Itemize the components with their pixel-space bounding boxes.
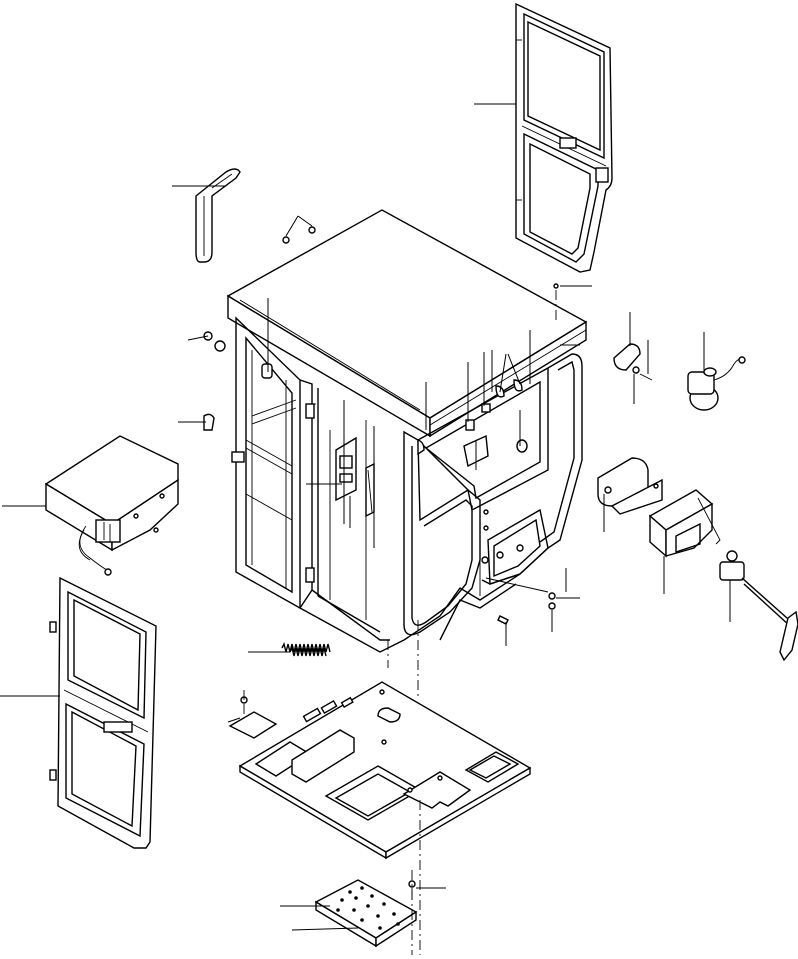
cab-posts (299, 379, 390, 641)
cab-shell (226, 209, 588, 653)
wiper-motor (687, 356, 746, 411)
cab-right-wall (479, 353, 583, 596)
fasteners-top (203, 215, 316, 431)
cab-front-right (403, 366, 549, 636)
cab-base (299, 573, 521, 653)
floor-plate (238, 681, 532, 860)
heater-box (44, 435, 179, 576)
alignment-lines (243, 290, 557, 955)
small-plate (613, 343, 653, 381)
cab-left-wall (235, 316, 301, 610)
wiper-assembly (719, 550, 798, 662)
roof (226, 209, 588, 438)
bottom-plate (314, 879, 418, 948)
spring (281, 641, 331, 657)
bracket (597, 457, 663, 515)
cab-console (329, 420, 375, 620)
right-door (515, 2, 613, 273)
leader-lines (0, 103, 731, 931)
floor-cover (228, 696, 278, 739)
small-bolts (497, 283, 559, 625)
tray (648, 489, 721, 558)
wiper-arm (195, 168, 241, 263)
left-door (49, 576, 157, 849)
